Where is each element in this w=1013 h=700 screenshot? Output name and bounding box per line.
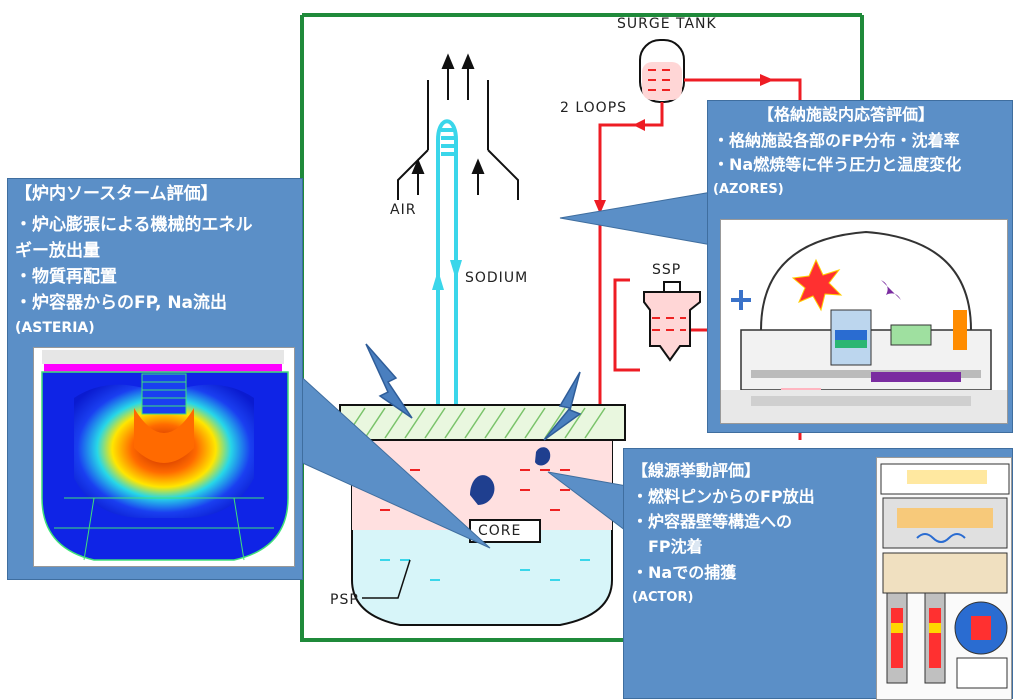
ssp-label: SSP	[652, 262, 682, 278]
source-line-4: ・Naでの捕獲	[632, 563, 737, 582]
in-vessel-line-4: ・炉容器からのFP, Na流出	[15, 293, 228, 313]
containment-response-callout: 【格納施設内応答評価】 ・格納施設各部のFP分布・沈着率 ・Na燃焼等に伴う圧力…	[707, 100, 1013, 433]
azores-containment-image	[720, 219, 1008, 424]
in-vessel-callout-title: 【炉内ソースターム評価】	[15, 184, 218, 204]
sodium-label: SODIUM	[465, 270, 529, 286]
containment-code-name: (AZORES)	[713, 182, 784, 197]
sodium-flow-arrows	[432, 260, 462, 290]
containment-line-2: ・Na燃焼等に伴う圧力と温度変化	[713, 155, 962, 174]
air-label: AIR	[390, 202, 417, 218]
containment-callout-title: 【格納施設内応答評価】	[758, 105, 935, 124]
actor-model-image	[876, 457, 1012, 700]
containment-line-1: ・格納施設各部のFP分布・沈着率	[713, 131, 960, 150]
in-vessel-line-3: ・物質再配置	[15, 267, 117, 287]
psp-leader-line	[362, 559, 411, 599]
air-arrows	[411, 53, 485, 195]
reactor-vessel	[339, 404, 626, 626]
asteria-simulation-image	[33, 347, 295, 567]
surge-tank-label: SURGE TANK	[617, 16, 717, 32]
loop-flow-arrows	[594, 74, 774, 214]
in-vessel-line-1: ・炉心膨張による機械的エネル	[15, 215, 253, 235]
source-line-3: FP沈着	[648, 537, 703, 556]
source-line-1: ・燃料ピンからのFP放出	[632, 487, 815, 506]
ssp-pump	[643, 281, 701, 362]
in-vessel-code-name: (ASTERIA)	[15, 320, 95, 336]
source-line-2: ・炉容器壁等構造への	[632, 512, 793, 531]
lightning-bolts	[365, 343, 582, 441]
loops-label: 2 LOOPS	[560, 100, 628, 116]
psp-label: PSP	[330, 592, 359, 608]
core-label: CORE	[478, 523, 522, 539]
source-behavior-callout: 【線源挙動評価】 ・燃料ピンからのFP放出 ・炉容器壁等構造への FP沈着 ・N…	[623, 448, 1013, 700]
surge-tank	[639, 39, 685, 103]
source-callout-title: 【線源挙動評価】	[632, 461, 761, 480]
containment-callout-pointer	[559, 191, 713, 246]
in-vessel-line-2: ギー放出量	[15, 241, 100, 261]
source-code-name: (ACTOR)	[632, 590, 694, 605]
in-vessel-source-term-callout: 【炉内ソースターム評価】 ・炉心膨張による機械的エネル ギー放出量 ・物質再配置…	[7, 178, 303, 580]
